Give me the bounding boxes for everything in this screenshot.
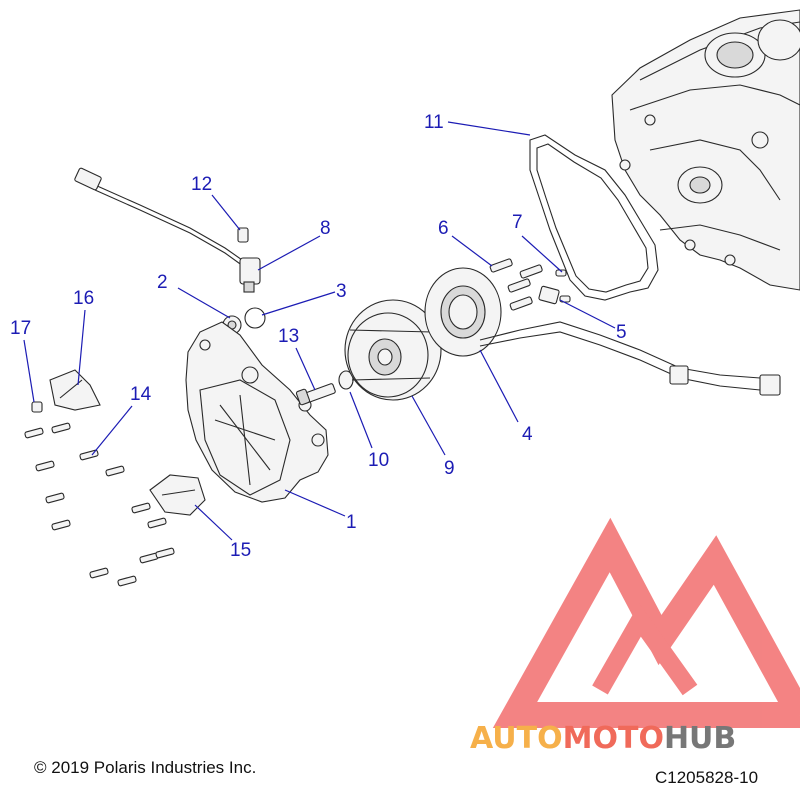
o-ring-3 <box>244 307 266 329</box>
callout-2: 2 <box>157 272 168 293</box>
bolt-13 <box>295 383 336 406</box>
flywheel <box>344 299 442 401</box>
stator <box>424 267 781 396</box>
leader-lines <box>23 121 616 541</box>
callout-8: 8 <box>320 218 331 239</box>
crankcase <box>611 9 800 291</box>
bolts-14 <box>24 422 175 587</box>
callout-7: 7 <box>512 212 523 233</box>
callout-15: 15 <box>230 540 251 561</box>
callout-9: 9 <box>444 458 455 479</box>
clip-17 <box>31 401 43 413</box>
stator-cover <box>185 321 329 503</box>
callout-17: 17 <box>10 318 31 339</box>
watermark-text: AUTOMOTOHUB <box>470 721 736 756</box>
callout-10: 10 <box>368 450 389 471</box>
callout-11: 11 <box>424 112 444 133</box>
gasket <box>529 134 659 301</box>
callout-16: 16 <box>73 288 94 309</box>
plate-5 <box>538 285 560 305</box>
callout-3: 3 <box>336 281 347 302</box>
copyright-text: © 2019 Polaris Industries Inc. <box>34 758 257 777</box>
bracket-16 <box>49 369 101 411</box>
callout-labels: 1 2 3 4 5 6 7 8 9 10 11 12 13 14 15 16 1… <box>10 112 627 561</box>
watermark-logo <box>492 517 800 728</box>
watermark-hub: HUB <box>664 721 736 756</box>
watermark-auto: AUTO <box>470 721 563 756</box>
callout-6: 6 <box>438 218 449 239</box>
callout-13: 13 <box>278 326 299 347</box>
callout-12: 12 <box>191 174 212 195</box>
callout-5: 5 <box>616 322 627 343</box>
callout-14: 14 <box>130 384 152 405</box>
callout-4: 4 <box>522 424 533 445</box>
speed-sensor <box>74 167 261 293</box>
watermark-moto: MOTO <box>563 721 664 756</box>
diagram-code: C1205828-10 <box>655 768 759 787</box>
bolts-6 <box>489 258 543 311</box>
bracket-15 <box>149 474 206 516</box>
bolt-12 <box>237 227 249 243</box>
callout-1: 1 <box>346 512 357 533</box>
